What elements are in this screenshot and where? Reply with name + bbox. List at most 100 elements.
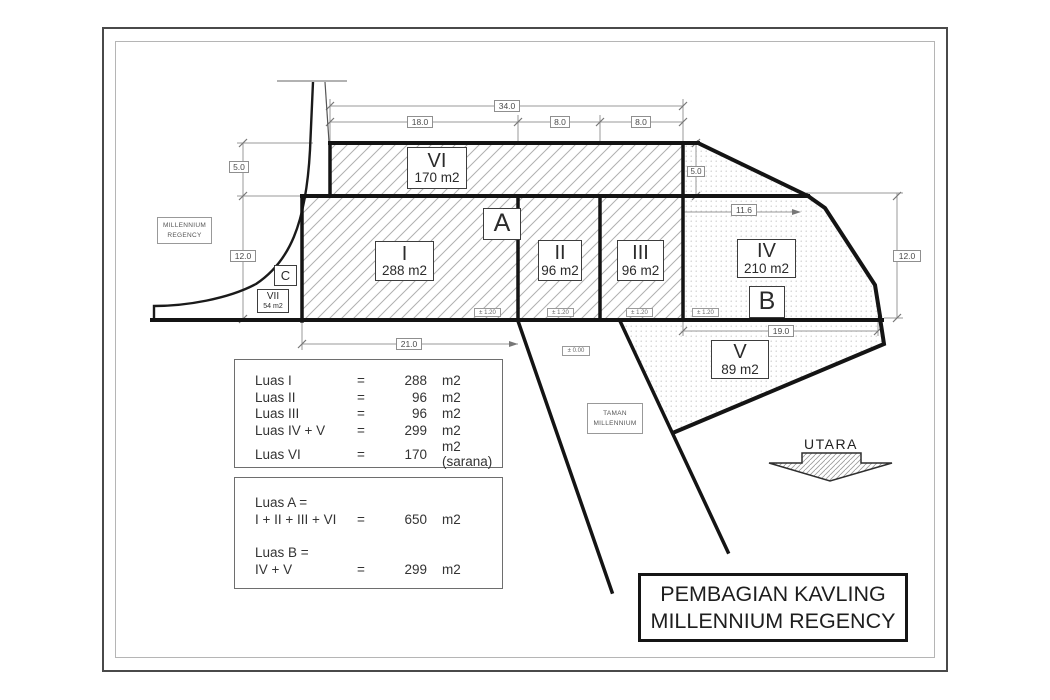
- plot-v-number: V: [733, 341, 747, 364]
- taman-millennium-note: TAMAN MILLENNIUM: [587, 403, 643, 434]
- plot-vi-number: VI: [427, 149, 447, 172]
- zone-c-letter: C: [280, 267, 291, 283]
- summary-row-name: I + II + III + VI: [255, 511, 337, 527]
- area-row-eq: =: [357, 446, 365, 462]
- plot-i-label-box: I 288 m2: [375, 241, 434, 281]
- plot-i-area-text: 288 m2: [381, 263, 428, 279]
- area-table-row: Luas I = 288 m2: [255, 372, 502, 389]
- plot-ii-area-text: 96 m2: [541, 262, 579, 278]
- area-row-unit: m2: [442, 372, 461, 388]
- area-row-unit: m2: [442, 423, 461, 439]
- summary-table: Luas A = I + II + III + VI = 650 m2 Luas…: [234, 477, 503, 589]
- zone-b-letter: B: [758, 287, 776, 316]
- zone-b-label-box: B: [749, 286, 785, 318]
- dim-top-seg1: 18.0: [407, 116, 433, 128]
- zone-a-label-box: A: [483, 208, 521, 240]
- summary-row-value: 650: [404, 511, 427, 527]
- dim-top-total: 34.0: [494, 100, 520, 112]
- title-block: PEMBAGIAN KAVLING MILLENNIUM REGENCY: [638, 573, 908, 642]
- area-row-eq: =: [357, 389, 365, 405]
- plot-iii-area-text: 96 m2: [621, 262, 660, 278]
- area-row-name: Luas I: [255, 372, 292, 388]
- area-row-eq: =: [357, 372, 365, 388]
- area-row-value: 170: [404, 446, 427, 462]
- dim-left-vi-height: 5.0: [229, 161, 249, 173]
- summary-row-unit: m2: [442, 562, 461, 578]
- area-row-value: 288: [404, 372, 427, 388]
- north-arrow-icon: [768, 452, 893, 482]
- summary-table-row: IV + V = 299 m2: [255, 561, 502, 578]
- summary-row-eq: =: [357, 511, 365, 527]
- area-table-row: Luas III = 96 m2: [255, 406, 502, 423]
- level-plot-iv: ± 1.20: [692, 308, 719, 317]
- area-row-eq: =: [357, 406, 365, 422]
- area-table: Luas I = 288 m2 Luas II = 96 m2 Luas III…: [234, 359, 503, 469]
- area-row-name: Luas III: [255, 406, 300, 422]
- millennium-regency-line2: REGENCY: [167, 231, 202, 239]
- summary-table-row: I + II + III + VI = 650 m2: [255, 511, 502, 528]
- taman-millennium-line1: TAMAN: [603, 410, 627, 418]
- summary-row-name: IV + V: [255, 562, 293, 578]
- plot-vi-label-box: VI 170 m2: [407, 147, 467, 189]
- level-road: ± 0.00: [562, 346, 590, 356]
- plot-ii-number: II: [554, 242, 566, 265]
- dim-top-seg3: 8.0: [631, 116, 651, 128]
- boundary-lines: [150, 140, 887, 595]
- summary-table-row: Luas B =: [255, 544, 502, 561]
- dim-bottom-i-width: 21.0: [396, 338, 422, 350]
- area-table-row: Luas II = 96 m2: [255, 389, 502, 406]
- dimension-arrows: [509, 209, 801, 347]
- level-plot-ii: ± 1.20: [547, 308, 574, 317]
- area-row-value: 96: [411, 389, 427, 405]
- area-row-value: 96: [411, 406, 427, 422]
- plot-vi-area: [330, 143, 683, 196]
- area-row-name: Luas VI: [255, 446, 301, 462]
- north-label: UTARA: [804, 436, 858, 452]
- area-row-name: Luas IV + V: [255, 423, 326, 439]
- area-row-value: 299: [404, 423, 427, 439]
- plot-i-number: I: [401, 242, 408, 265]
- dim-bottom-b-width: 19.0: [768, 325, 794, 337]
- plot-vii-number: VII: [266, 291, 280, 303]
- summary-table-row: Luas A =: [255, 494, 502, 511]
- title-line2: MILLENNIUM REGENCY: [650, 608, 896, 633]
- level-plot-i: ± 1.20: [474, 308, 501, 317]
- area-row-unit: m2: [442, 406, 461, 422]
- dim-top-seg2: 8.0: [550, 116, 570, 128]
- plot-vii-area-text: 54 m2: [263, 302, 283, 310]
- summary-row-name: Luas A =: [255, 494, 308, 510]
- level-plot-iii: ± 1.20: [626, 308, 653, 317]
- millennium-regency-line1: MILLENNIUM: [162, 222, 207, 230]
- area-row-eq: =: [357, 423, 365, 439]
- inner-frame: [115, 41, 935, 658]
- plot-vii-label-box: VII 54 m2: [257, 289, 289, 313]
- taman-millennium-line2: MILLENNIUM: [593, 419, 637, 427]
- title-line1: PEMBAGIAN KAVLING: [660, 581, 886, 606]
- plot-vi-area-text: 170 m2: [414, 170, 460, 186]
- plot-iv-number: IV: [757, 240, 776, 263]
- summary-row-unit: m2: [442, 511, 461, 527]
- plot-iii-number: III: [632, 242, 649, 265]
- summary-row-name: Luas B =: [255, 545, 309, 561]
- area-row-unit: m2: [442, 389, 461, 405]
- dim-iv-width: 11.6: [731, 204, 757, 216]
- summary-table-row: [255, 528, 502, 545]
- area-table-row: Luas IV + V = 299 m2: [255, 422, 502, 439]
- millennium-regency-note: MILLENNIUM REGENCY: [157, 217, 212, 244]
- plot-v-area-text: 89 m2: [721, 361, 759, 377]
- area-row-unit: m2 (sarana): [442, 439, 493, 470]
- area-table-row: Luas VI = 170 m2 (sarana): [255, 439, 502, 469]
- dim-right-vi-height: 5.0: [687, 166, 705, 177]
- plot-iv-area-text: 210 m2: [743, 260, 790, 276]
- plot-iv-label-box: IV 210 m2: [737, 239, 796, 278]
- summary-row-value: 299: [404, 562, 427, 578]
- dim-right-plot-height: 12.0: [893, 250, 921, 262]
- zone-c-label-box: C: [274, 265, 297, 286]
- summary-row-eq: =: [357, 562, 365, 578]
- plot-ii-label-box: II 96 m2: [538, 240, 582, 281]
- zone-a-letter: A: [493, 209, 511, 238]
- outer-frame: [102, 27, 948, 672]
- plot-iii-label-box: III 96 m2: [617, 240, 664, 281]
- area-row-name: Luas II: [255, 389, 296, 405]
